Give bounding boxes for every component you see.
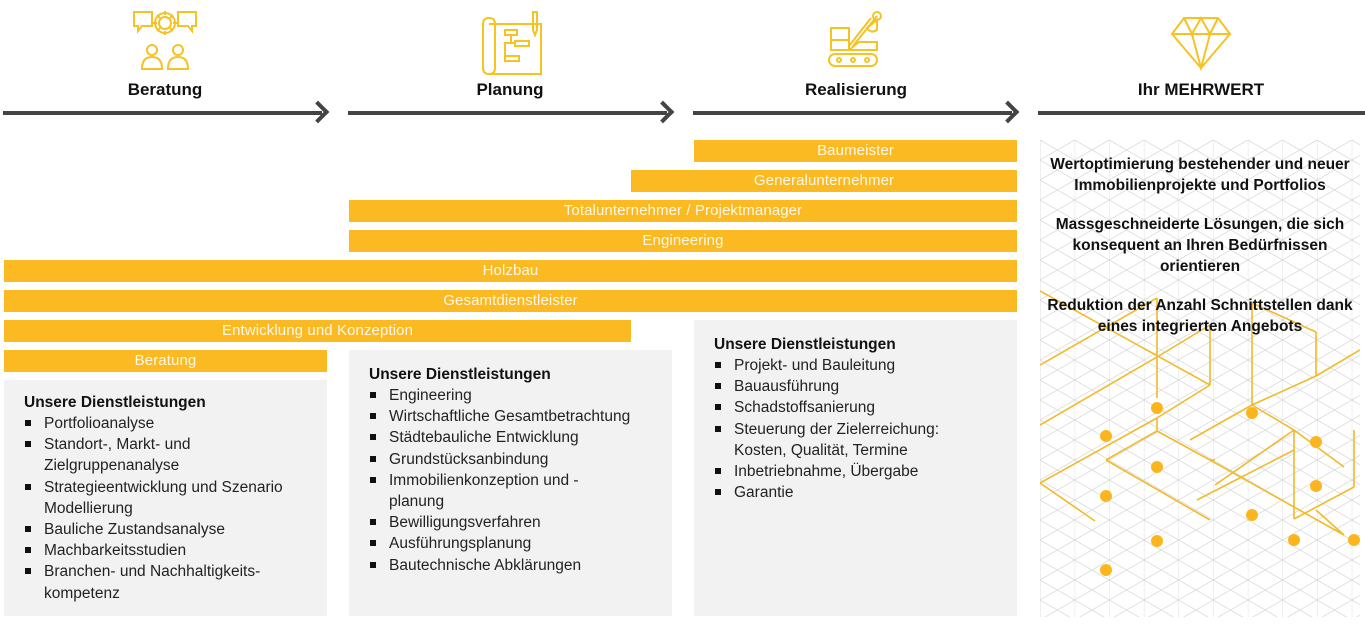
excavator-icon: [828, 11, 882, 67]
phase-title: Planung: [476, 80, 544, 99]
list-item: Machbarkeitsstudien: [24, 540, 309, 561]
network-edge: [1293, 429, 1345, 468]
list-item: Bauausführung: [714, 376, 999, 397]
arrow-head-icon: [996, 100, 1020, 124]
network-node: [1151, 461, 1163, 473]
phase-title: Ihr MEHRWERT: [1137, 80, 1265, 99]
network-edge: [1040, 297, 1158, 366]
phase-arrow-planung: [348, 100, 675, 124]
network-edge: [1156, 430, 1211, 461]
value-statement: Massgeschneiderte Lösungen, die sich kon…: [1055, 216, 1345, 275]
role-bar-gesamtdienstleister: Gesamtdienstleister: [4, 290, 1017, 312]
value-statement: Reduktion der Anzahl Schnittstellen dank…: [1047, 297, 1353, 335]
isometric-grid-network-graphic: [1040, 140, 1360, 617]
list-item: Immobilienkonzeption und -planung: [369, 470, 654, 512]
arrow-head-icon: [306, 100, 330, 124]
network-edge: [1040, 417, 1158, 484]
services-box-planung: Unsere Dienstleistungen Engineering Wirt…: [349, 350, 672, 616]
list-item: Standort-, Markt- und Zielgruppenanalyse: [24, 434, 309, 476]
list-item: Bautechnische Abklärungen: [369, 555, 654, 576]
role-bar-entwicklung-konzeption: Entwicklung und Konzeption: [4, 320, 631, 342]
consulting-people-gear-icon: [133, 11, 197, 70]
services-box-beratung: Unsere Dienstleistungen Portfolioanalyse…: [4, 380, 327, 616]
network-edge: [1156, 384, 1211, 419]
services-heading: Unsere Dienstleistungen: [714, 336, 896, 353]
network-edge: [1293, 486, 1355, 520]
role-bar-totalunternehmer: Totalunternehmer / Projektmanager: [349, 200, 1017, 222]
role-bar-beratung: Beratung: [4, 350, 327, 372]
value-panel: Wertoptimierung bestehender und neuer Im…: [1040, 140, 1360, 617]
role-bar-baumeister: Baumeister: [694, 140, 1017, 162]
diamond-icon: [1170, 15, 1232, 72]
services-list: Engineering Wirtschaftliche Gesamtbetrac…: [369, 385, 654, 576]
value-statements: Wertoptimierung bestehender und neuer Im…: [1040, 154, 1360, 355]
phase-planung: Planung: [410, 0, 610, 105]
blueprint-plan-icon: [482, 11, 542, 75]
network-node: [1246, 509, 1258, 521]
list-item: Steuerung der Zielerreichung: Kosten, Qu…: [714, 419, 999, 461]
list-item: Schadstoffsanierung: [714, 397, 999, 418]
network-edge: [1251, 375, 1317, 406]
list-item: Grundstücksanbindung: [369, 449, 654, 470]
network-node: [1100, 490, 1112, 502]
services-heading: Unsere Dienstleistungen: [24, 394, 206, 411]
network-node: [1310, 436, 1322, 448]
services-list: Projekt- und Bauleitung Bauausführung Sc…: [714, 355, 999, 503]
network-edge: [1251, 404, 1295, 431]
network-node: [1310, 480, 1322, 492]
network-node: [1151, 402, 1163, 414]
list-item: Städtebauliche Entwicklung: [369, 427, 654, 448]
list-item: Inbetriebnahme, Übergabe: [714, 461, 999, 482]
phase-beratung: Beratung: [65, 0, 265, 105]
phase-arrow-beratung: [3, 100, 330, 124]
network-edge: [1196, 449, 1295, 501]
network-node: [1348, 534, 1360, 546]
list-item: Bauliche Zustandsanalyse: [24, 519, 309, 540]
list-item: Engineering: [369, 385, 654, 406]
network-edge: [1315, 509, 1345, 536]
list-item: Projekt- und Bauleitung: [714, 355, 999, 376]
network-node: [1151, 535, 1163, 547]
role-bar-generalunternehmer: Generalunternehmer: [631, 170, 1017, 192]
list-item: Branchen- und Nachhaltigkeits-kompetenz: [24, 561, 309, 603]
phase-arrow-realisierung: [693, 100, 1020, 124]
value-statement: Wertoptimierung bestehender und neuer Im…: [1050, 156, 1350, 194]
list-item: Portfolioanalyse: [24, 413, 309, 434]
network-node: [1100, 564, 1112, 576]
phase-line-mehrwert: [1038, 104, 1365, 122]
network-edge: [1251, 302, 1317, 333]
phase-mehrwert: Ihr MEHRWERT: [1101, 0, 1301, 105]
network-edge: [1040, 482, 1096, 522]
list-item: Wirtschaftliche Gesamtbetrachtung: [369, 406, 654, 427]
services-list: Portfolioanalyse Standort-, Markt- und Z…: [24, 413, 309, 604]
network-edge: [1156, 324, 1211, 358]
services-heading: Unsere Dienstleistungen: [369, 366, 551, 383]
network-node: [1246, 407, 1258, 419]
network-edge: [1040, 290, 1211, 386]
list-item: Ausführungsplanung: [369, 533, 654, 554]
list-item: Strategieentwicklung und Szenario Modell…: [24, 477, 309, 519]
network-edge: [1214, 429, 1295, 486]
list-item: Bewilligungsverfahren: [369, 512, 654, 533]
phase-realisierung: Realisierung: [756, 0, 956, 105]
list-item: Garantie: [714, 482, 999, 503]
network-edge: [1105, 430, 1158, 461]
network-edge: [1105, 459, 1211, 521]
network-node: [1288, 534, 1300, 546]
role-bar-engineering: Engineering: [349, 230, 1017, 252]
phase-title: Realisierung: [804, 80, 908, 99]
role-bar-holzbau: Holzbau: [4, 260, 1017, 282]
network-edge: [1189, 404, 1253, 441]
network-edge: [1315, 349, 1360, 377]
network-node: [1100, 430, 1112, 442]
phase-title: Beratung: [127, 80, 203, 99]
network-edge: [1040, 356, 1158, 426]
arrow-head-icon: [651, 100, 675, 124]
services-box-realisierung: Unsere Dienstleistungen Projekt- und Bau…: [694, 320, 1017, 616]
